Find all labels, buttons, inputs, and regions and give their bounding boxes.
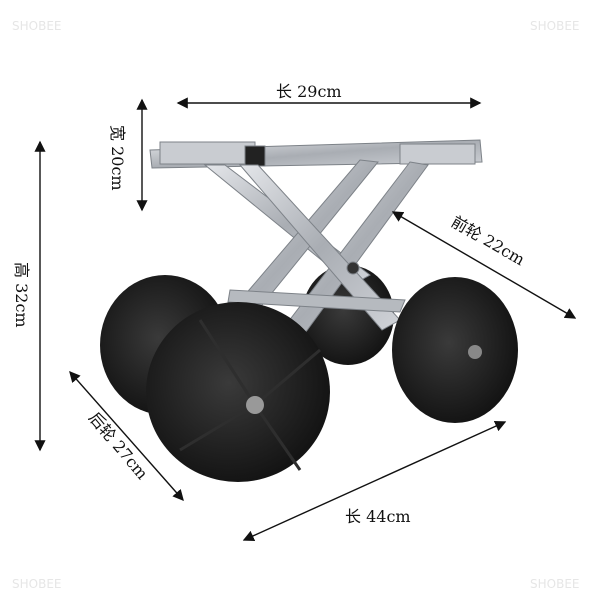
- watermark: SHOBEE SHOBEE SHOBEE SHOBEE: [12, 19, 579, 591]
- dimension-arrows: [34, 97, 577, 542]
- watermark-text: SHOBEE: [12, 19, 61, 33]
- height-label: 高 32cm: [12, 262, 31, 328]
- front-right-wheel: [392, 277, 518, 423]
- width-label: 宽 20cm: [108, 125, 127, 191]
- bottom-length-label: 长 44cm: [345, 507, 411, 526]
- watermark-text: SHOBEE: [530, 577, 579, 591]
- front-left-wheel: [146, 302, 330, 482]
- front-wheel-label: 前轮 22cm: [448, 212, 528, 269]
- top-length-label: 长 29cm: [276, 82, 342, 101]
- rear-wheel-arrow: [69, 370, 184, 502]
- aluminium-frame: [149, 139, 483, 341]
- front-wheel-arrow: [391, 211, 577, 319]
- watermark-text: SHOBEE: [12, 577, 61, 591]
- watermark-text: SHOBEE: [530, 19, 579, 33]
- rear-wheel-label: 后轮 27cm: [85, 408, 152, 483]
- bottom-length-arrow: [242, 420, 507, 542]
